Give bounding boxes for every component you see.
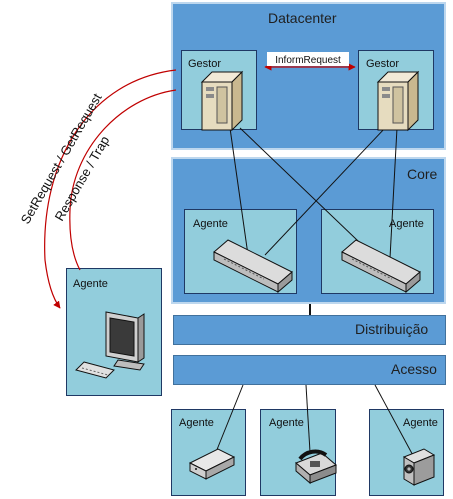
distribuicao-title: Distribuição	[355, 321, 429, 337]
access-agent-label-modem: Agente	[179, 417, 214, 429]
server-icon	[376, 70, 420, 132]
server-icon	[200, 70, 244, 132]
core-agent-label-right: Agente	[389, 218, 424, 230]
distribuicao-layer	[173, 315, 446, 345]
inform-request-label: InformRequest	[275, 55, 341, 66]
access-agent-label-phone: Agente	[269, 417, 304, 429]
link-gestor-left-core-left	[229, 127, 250, 263]
core-agent-label-left: Agente	[193, 218, 228, 230]
manager-label-left: Gestor	[188, 58, 222, 70]
acesso-layer	[173, 355, 446, 385]
access-agent-label-camera: Agente	[403, 417, 438, 429]
link-acesso-camera	[374, 384, 417, 462]
snmp-arrow-outer	[44, 69, 177, 309]
snmp-arrows	[44, 69, 177, 309]
access-agent-panel-modem	[171, 409, 246, 496]
modem-icon	[188, 448, 236, 480]
datacenter-title: Datacenter	[268, 10, 337, 26]
core-distribution-link	[309, 304, 311, 315]
link-acesso-phone	[305, 384, 311, 453]
manager-label-right: Gestor	[366, 58, 400, 70]
link-gestor-left-core-right	[239, 127, 381, 263]
inform-request-label-bg	[267, 52, 349, 66]
workstation-icon	[75, 311, 145, 379]
camera-icon	[402, 448, 436, 486]
switch-icon	[341, 239, 421, 294]
access-agent-panel-camera	[369, 409, 444, 496]
switch-icon	[213, 239, 293, 294]
acesso-title: Acesso	[391, 361, 437, 377]
link-lines	[211, 127, 417, 463]
core-title: Core	[407, 166, 438, 182]
workstation-agent-label: Agente	[73, 278, 108, 290]
snmp-arrow-inner	[69, 89, 177, 271]
link-gestor-right-core-left	[264, 127, 386, 256]
telephone-icon	[295, 449, 337, 485]
link-gestor-right-core-right	[389, 127, 398, 259]
